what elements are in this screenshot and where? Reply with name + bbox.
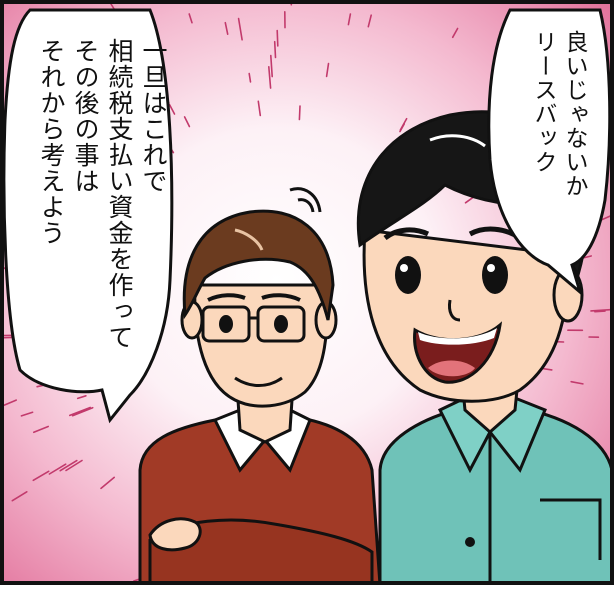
left-man-eye-right	[274, 315, 288, 333]
right-man-eye-highlight	[400, 264, 408, 272]
speech-line: 良いじゃないか	[558, 30, 589, 220]
right-man-eye-left	[395, 256, 421, 294]
speed-line	[277, 31, 278, 46]
speed-line	[275, 42, 276, 58]
speed-line	[299, 106, 300, 120]
speech-line: 一旦はこれで	[136, 38, 170, 338]
speech-line: リースバック	[527, 30, 558, 220]
right-man-button	[465, 537, 475, 547]
speech-line: 相続税支払い資金を作って	[102, 38, 136, 338]
speed-line	[595, 311, 605, 312]
speech-line: その後の事は	[68, 38, 102, 338]
left-man-eye-left	[219, 315, 233, 333]
speech-text-left: 一旦はこれで相続税支払い資金を作ってその後の事はそれから考えよう	[20, 38, 170, 338]
right-man-eye-highlight	[487, 264, 495, 272]
right-man-eye-right	[482, 256, 508, 294]
speech-text-right: 良いじゃないかリースバック	[507, 30, 589, 220]
speech-line: それから考えよう	[34, 38, 68, 338]
